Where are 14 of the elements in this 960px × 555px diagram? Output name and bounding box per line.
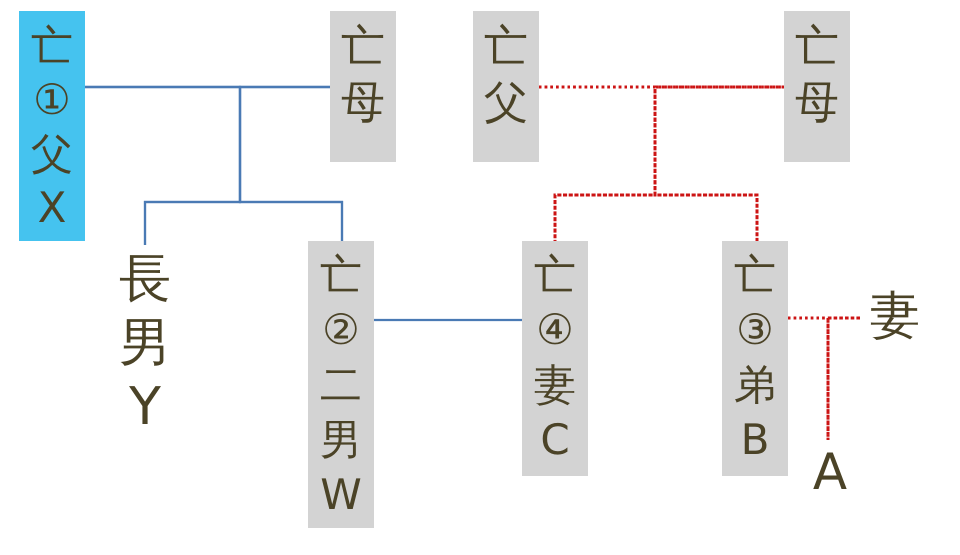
name-label: 長男Y — [108, 245, 182, 440]
name-label: 妻 — [860, 285, 930, 347]
name-label: A — [805, 440, 855, 502]
name-box: 亡③弟B — [722, 241, 788, 476]
name-box: 亡母 — [330, 11, 396, 162]
family-line — [788, 316, 830, 440]
family-line — [654, 86, 784, 241]
name-box: 亡④妻C — [522, 241, 588, 476]
family-line — [374, 318, 522, 322]
name-box: 亡父 — [473, 11, 539, 162]
name-box: 亡母 — [784, 11, 850, 162]
name-box: 亡②二男W — [308, 241, 374, 528]
name-box: 亡①父X — [19, 11, 85, 241]
family-line — [238, 86, 344, 241]
